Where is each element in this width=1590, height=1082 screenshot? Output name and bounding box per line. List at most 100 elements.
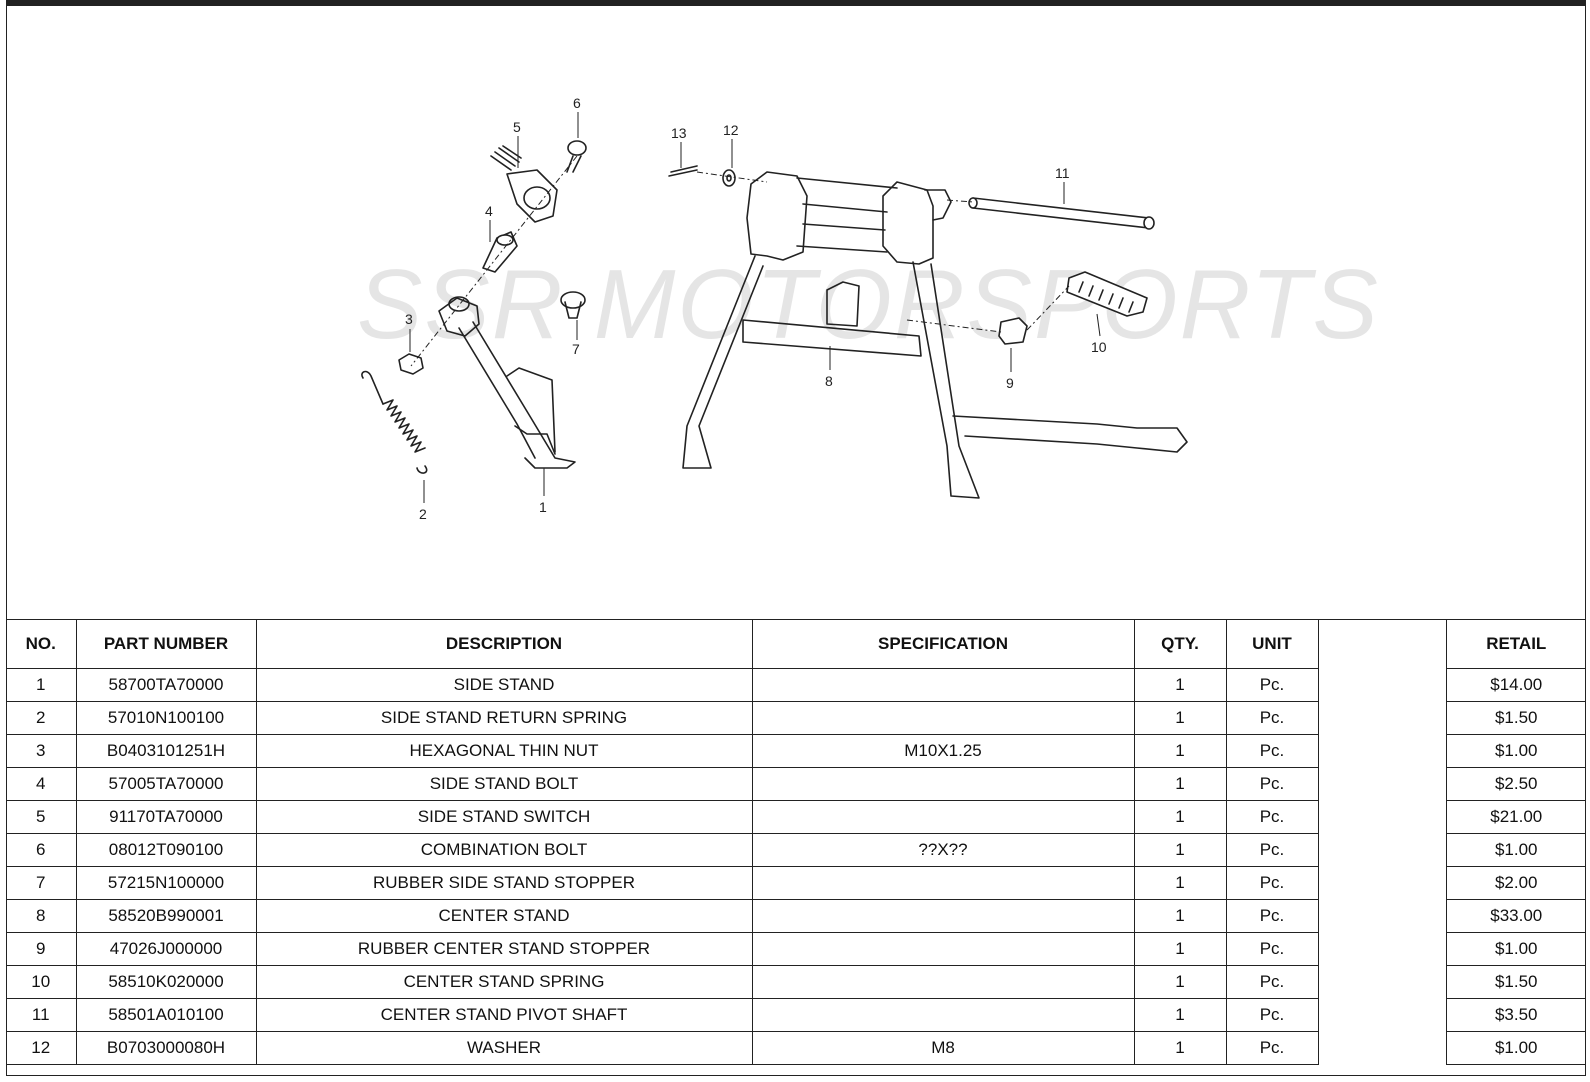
- callout-12: 12: [723, 122, 739, 138]
- cell-blank: [1317, 899, 1446, 933]
- header-retail: RETAIL: [1445, 619, 1586, 669]
- side-stand-bolt-part: [482, 231, 518, 273]
- cell-no: 3: [6, 734, 76, 768]
- cell-qty: 1: [1133, 767, 1226, 801]
- cell-unit: Pc.: [1225, 701, 1318, 735]
- cell-specification: [751, 998, 1134, 1032]
- cell-specification: [751, 767, 1134, 801]
- cell-description: RUBBER CENTER STAND STOPPER: [255, 932, 752, 966]
- callout-8: 8: [825, 373, 833, 389]
- combination-bolt-part: [566, 140, 587, 173]
- cell-no: 9: [6, 932, 76, 966]
- cell-specification: [751, 965, 1134, 999]
- cell-specification: M10X1.25: [751, 734, 1134, 768]
- hex-nut-part: [398, 353, 424, 375]
- watermark: SSR MOTORSPORTS: [357, 249, 1380, 359]
- cell-blank: [1317, 734, 1446, 768]
- cell-description: CENTER STAND PIVOT SHAFT: [255, 998, 752, 1032]
- cell-blank: [1317, 833, 1446, 867]
- pivot-axis: [696, 171, 974, 203]
- cell-unit: Pc.: [1225, 734, 1318, 768]
- cell-unit: Pc.: [1225, 932, 1318, 966]
- washer-part: [722, 169, 736, 187]
- center-stand-part: [682, 171, 1188, 499]
- cell-description: CENTER STAND: [255, 899, 752, 933]
- cell-retail: $1.00: [1445, 734, 1586, 768]
- cell-part-number: 91170TA70000: [75, 800, 256, 834]
- header-unit: UNIT: [1225, 619, 1318, 669]
- cell-specification: [751, 899, 1134, 933]
- cell-qty: 1: [1133, 932, 1226, 966]
- cell-no: 1: [6, 668, 76, 702]
- callout-4: 4: [485, 203, 493, 219]
- cell-retail: $1.50: [1445, 965, 1586, 999]
- cell-retail: $3.50: [1445, 998, 1586, 1032]
- cell-description: RUBBER SIDE STAND STOPPER: [255, 866, 752, 900]
- cell-retail: $14.00: [1445, 668, 1586, 702]
- callout-5: 5: [513, 119, 521, 135]
- cell-retail: $33.00: [1445, 899, 1586, 933]
- cell-retail: $2.00: [1445, 866, 1586, 900]
- cell-description: SIDE STAND RETURN SPRING: [255, 701, 752, 735]
- header-blank: [1317, 619, 1446, 669]
- cell-unit: Pc.: [1225, 668, 1318, 702]
- cell-blank: [1317, 998, 1446, 1032]
- cell-part-number: 58510K020000: [75, 965, 256, 999]
- cell-qty: 1: [1133, 998, 1226, 1032]
- callout-9: 9: [1006, 375, 1014, 391]
- cell-specification: [751, 932, 1134, 966]
- exploded-parts-diagram: SSR MOTORSPORTS: [357, 95, 1380, 522]
- cell-part-number: 57005TA70000: [75, 767, 256, 801]
- cell-no: 11: [6, 998, 76, 1032]
- center-stand-spring-part: [1066, 271, 1148, 317]
- cell-blank: [1317, 800, 1446, 834]
- cell-specification: [751, 668, 1134, 702]
- cell-no: 2: [6, 701, 76, 735]
- parts-table: NO. PART NUMBER DESCRIPTION SPECIFICATIO…: [6, 619, 1586, 1065]
- cell-retail: $21.00: [1445, 800, 1586, 834]
- cell-blank: [1317, 866, 1446, 900]
- cell-specification: [751, 800, 1134, 834]
- table-header-row: NO. PART NUMBER DESCRIPTION SPECIFICATIO…: [6, 619, 1586, 669]
- cell-description: SIDE STAND BOLT: [255, 767, 752, 801]
- callout-13: 13: [671, 125, 687, 141]
- cell-no: 10: [6, 965, 76, 999]
- cell-specification: [751, 866, 1134, 900]
- return-spring-part: [361, 370, 428, 474]
- cell-retail: $1.00: [1445, 1031, 1586, 1065]
- cell-retail: $2.50: [1445, 767, 1586, 801]
- cell-unit: Pc.: [1225, 800, 1318, 834]
- callout-1: 1: [539, 499, 547, 515]
- cell-part-number: 47026J000000: [75, 932, 256, 966]
- cell-retail: $1.00: [1445, 932, 1586, 966]
- header-specification: SPECIFICATION: [751, 619, 1134, 669]
- cell-blank: [1317, 932, 1446, 966]
- cell-qty: 1: [1133, 701, 1226, 735]
- header-description: DESCRIPTION: [255, 619, 752, 669]
- cell-no: 5: [6, 800, 76, 834]
- cell-description: COMBINATION BOLT: [255, 833, 752, 867]
- cell-part-number: B0703000080H: [75, 1031, 256, 1065]
- cell-retail: $1.50: [1445, 701, 1586, 735]
- callout-7: 7: [572, 341, 580, 357]
- cell-unit: Pc.: [1225, 866, 1318, 900]
- cell-qty: 1: [1133, 965, 1226, 999]
- rubber-center-stopper-part: [998, 317, 1028, 345]
- cell-blank: [1317, 1031, 1446, 1065]
- cell-qty: 1: [1133, 800, 1226, 834]
- cell-specification: ??X??: [751, 833, 1134, 867]
- page-frame: SSR MOTORSPORTS: [6, 0, 1586, 1076]
- cell-no: 4: [6, 767, 76, 801]
- cell-qty: 1: [1133, 1031, 1226, 1065]
- header-qty: QTY.: [1133, 619, 1226, 669]
- cell-part-number: 57010N100100: [75, 701, 256, 735]
- callout-6: 6: [573, 95, 581, 111]
- callout-11: 11: [1055, 165, 1070, 181]
